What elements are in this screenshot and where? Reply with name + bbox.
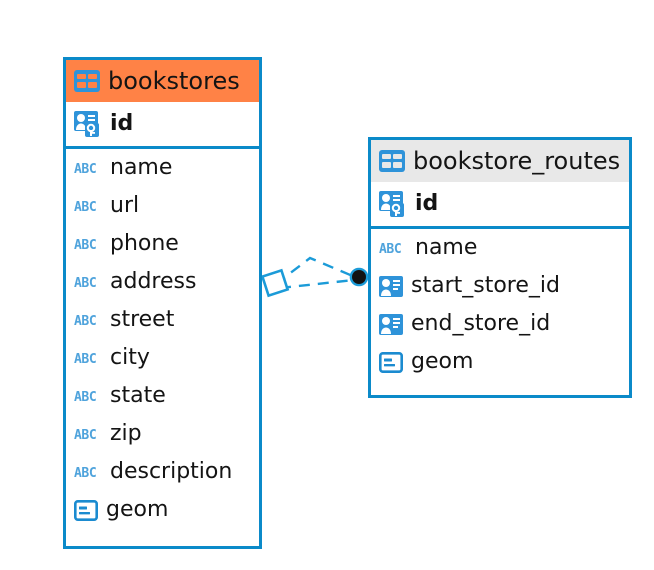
abc-string-icon: ABC [379, 242, 402, 256]
field-label: geom [106, 497, 169, 522]
field-row-city[interactable]: ABC city [66, 339, 259, 377]
field-label: phone [110, 231, 179, 256]
relationship-line-lower [279, 278, 355, 290]
filled-circle-icon [349, 267, 369, 287]
field-row-address[interactable]: ABC address [66, 263, 259, 301]
table-title: bookstores [108, 67, 240, 95]
svg-text:ABC: ABC [74, 200, 96, 214]
abc-string-icon: ABC [74, 466, 97, 480]
field-row-zip[interactable]: ABC zip [66, 415, 259, 453]
field-row-id[interactable]: id [66, 102, 259, 146]
primary-key-separator [371, 226, 629, 229]
field-label: id [110, 111, 134, 136]
svg-text:ABC: ABC [74, 276, 96, 290]
table-icon [379, 150, 405, 172]
field-label: street [110, 307, 175, 332]
field-label: name [110, 155, 173, 180]
geometry-icon [379, 351, 403, 373]
field-label: description [110, 459, 233, 484]
field-label: name [415, 235, 478, 260]
svg-text:ABC: ABC [74, 428, 96, 442]
field-row-geom[interactable]: geom [371, 343, 629, 381]
field-label: start_store_id [411, 273, 560, 298]
field-row-name[interactable]: ABC name [66, 149, 259, 187]
abc-string-icon: ABC [74, 162, 97, 176]
field-row-state[interactable]: ABC state [66, 377, 259, 415]
svg-text:ABC: ABC [74, 238, 96, 252]
field-label: zip [110, 421, 142, 446]
abc-string-icon: ABC [74, 314, 97, 328]
geometry-icon [74, 499, 98, 521]
field-label: end_store_id [411, 311, 551, 336]
svg-text:ABC: ABC [74, 314, 96, 328]
field-row-id[interactable]: id [371, 182, 629, 226]
primary-key-icon [379, 191, 404, 217]
abc-string-icon: ABC [74, 238, 97, 252]
svg-text:ABC: ABC [74, 466, 96, 480]
field-label: url [110, 193, 140, 218]
abc-string-icon: ABC [74, 390, 97, 404]
diamond-outline-icon [260, 268, 290, 298]
field-row-url[interactable]: ABC url [66, 187, 259, 225]
table-header-bookstores[interactable]: bookstores [66, 60, 259, 102]
abc-string-icon: ABC [74, 428, 97, 442]
field-row-start_store_id[interactable]: start_store_id [371, 267, 629, 305]
field-row-description[interactable]: ABC description [66, 453, 259, 491]
field-label: geom [411, 349, 474, 374]
field-label: city [110, 345, 150, 370]
table-icon [74, 70, 100, 92]
field-row-name[interactable]: ABC name [371, 229, 629, 267]
foreign-key-icon [379, 313, 403, 335]
field-label: state [110, 383, 166, 408]
field-label: id [415, 191, 439, 216]
svg-text:ABC: ABC [379, 242, 401, 256]
abc-string-icon: ABC [74, 276, 97, 290]
field-label: address [110, 269, 197, 294]
field-row-phone[interactable]: ABC phone [66, 225, 259, 263]
field-row-geom[interactable]: geom [66, 491, 259, 529]
table-title: bookstore_routes [413, 147, 621, 175]
table-header-bookstore_routes[interactable]: bookstore_routes [371, 140, 629, 182]
field-row-street[interactable]: ABC street [66, 301, 259, 339]
field-row-end_store_id[interactable]: end_store_id [371, 305, 629, 343]
svg-text:ABC: ABC [74, 352, 96, 366]
primary-key-icon [74, 111, 99, 137]
primary-key-separator [66, 146, 259, 149]
svg-text:ABC: ABC [74, 390, 96, 404]
foreign-key-icon [379, 275, 403, 297]
abc-string-icon: ABC [74, 200, 97, 214]
svg-text:ABC: ABC [74, 162, 96, 176]
abc-string-icon: ABC [74, 352, 97, 366]
relationship-line-upper [275, 256, 356, 285]
